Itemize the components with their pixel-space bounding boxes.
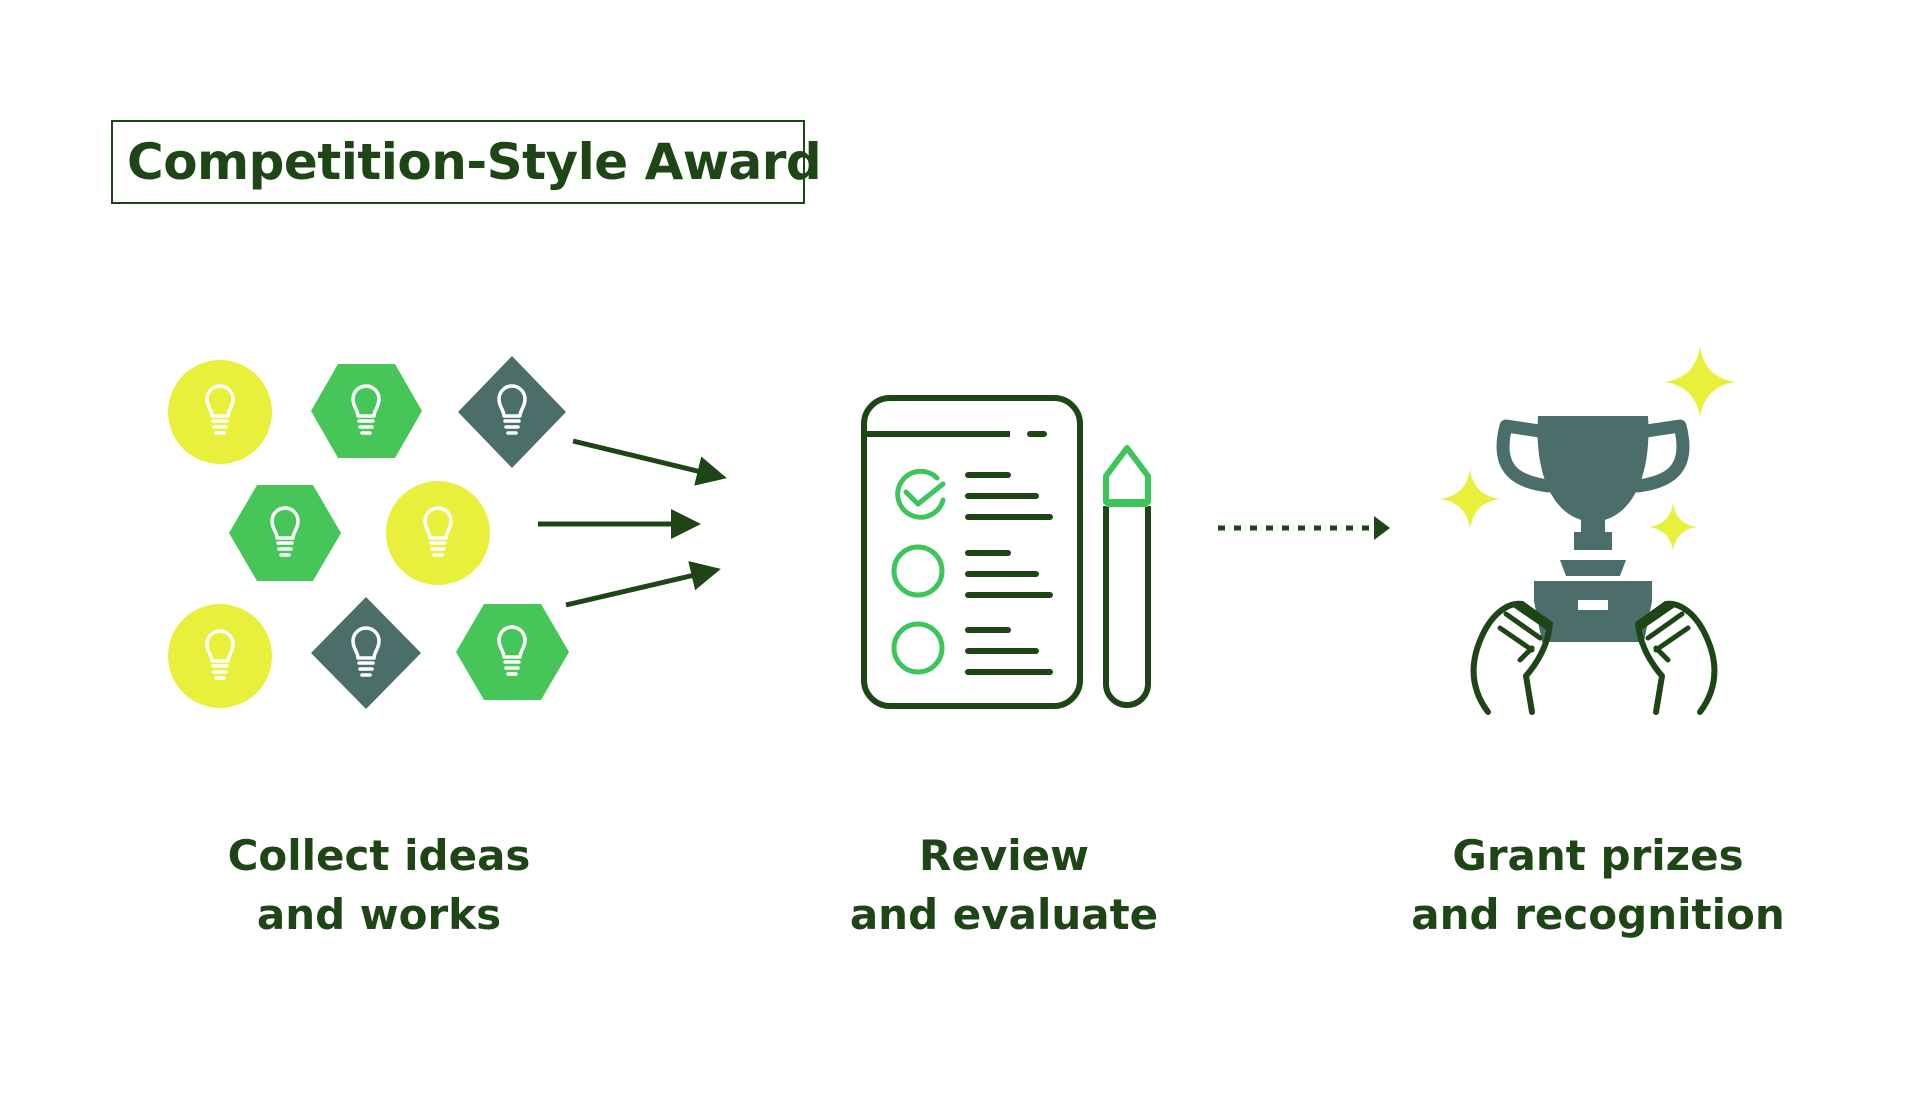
trophy-hands-icon [1440, 346, 1736, 715]
dotted-arrow [1218, 516, 1390, 540]
step-label-review: Review and evaluate [774, 826, 1234, 944]
title-box: Competition-Style Award [111, 120, 822, 204]
lightbulb-grid-icon [168, 356, 569, 709]
step-label-line: and recognition [1411, 890, 1785, 939]
step-label-line: Review [919, 831, 1089, 880]
idea-hexagon-green-icon [311, 364, 422, 458]
arrow-lower [565, 561, 721, 608]
page-title: Competition-Style Award [127, 133, 822, 191]
idea-circle-yellow-icon [168, 360, 272, 464]
hands-icon [1470, 600, 1718, 715]
checklist-pencil-icon [861, 395, 1151, 709]
idea-hexagon-green-icon [229, 485, 341, 581]
step-label-collect: Collect ideas and works [149, 826, 609, 944]
step-label-grant: Grant prizes and recognition [1368, 826, 1828, 944]
idea-diamond-slate-icon [458, 356, 566, 468]
step-label-line: Collect ideas [227, 831, 531, 880]
step-label-line: Grant prizes [1452, 831, 1744, 880]
converging-arrows [538, 438, 727, 608]
idea-circle-yellow-icon [386, 481, 490, 585]
idea-hexagon-green-icon [456, 604, 569, 700]
step-label-line: and works [256, 890, 502, 939]
trophy-icon [1496, 416, 1690, 642]
idea-diamond-slate-icon [311, 597, 421, 709]
checklist-clipboard-icon [861, 395, 1083, 709]
step-label-line: and evaluate [849, 890, 1159, 939]
arrow-upper [572, 438, 727, 486]
pencil-icon [1103, 445, 1151, 708]
idea-circle-yellow-icon [168, 604, 272, 708]
